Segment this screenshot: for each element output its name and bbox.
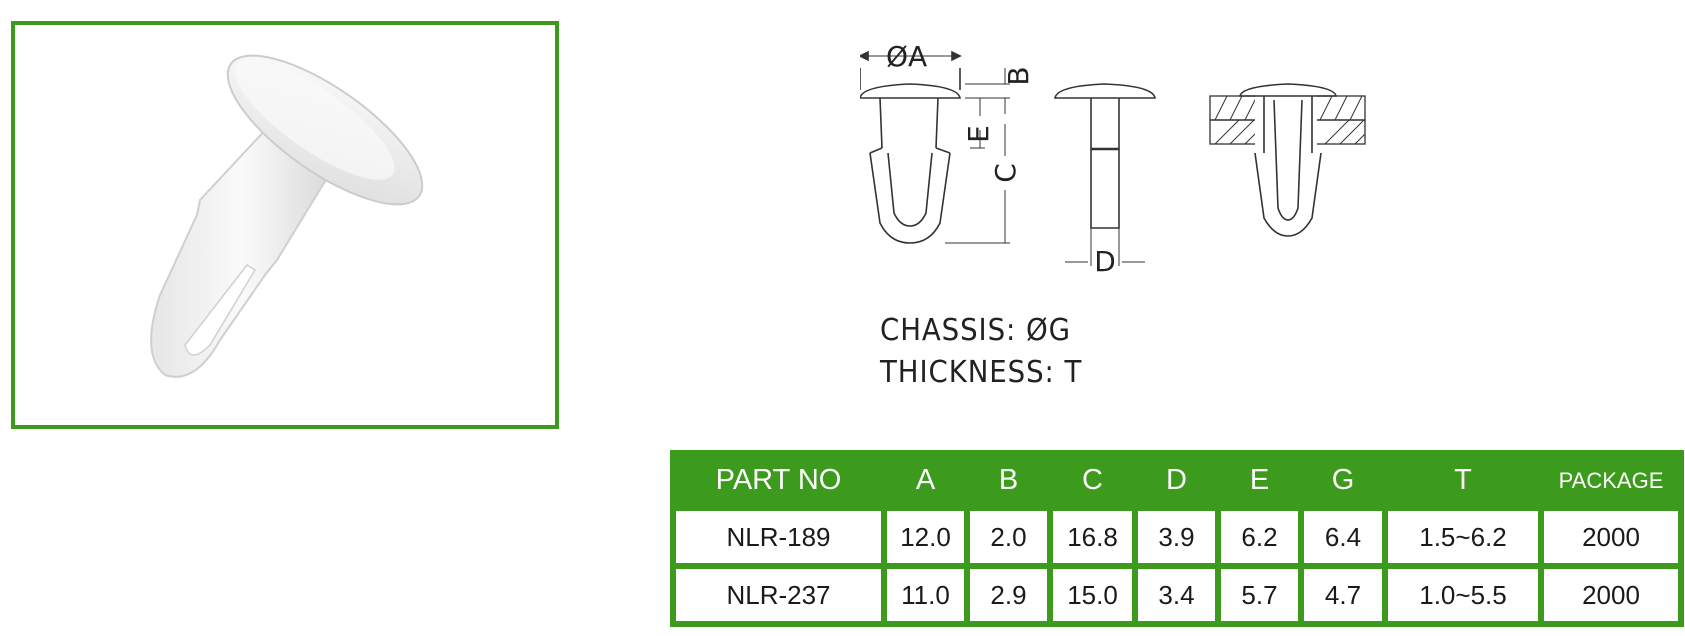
side-view — [860, 50, 1010, 244]
cell-a: 12.0 — [884, 508, 967, 566]
front-view — [1054, 83, 1156, 266]
product-photo — [150, 54, 424, 378]
technical-drawing: ØA B E C D — [860, 40, 1366, 278]
header-e: E — [1218, 453, 1301, 508]
cell-package: 2000 — [1541, 508, 1681, 566]
cell-a: 11.0 — [884, 566, 967, 624]
dim-label-b: B — [1002, 66, 1035, 85]
cell-c: 15.0 — [1050, 566, 1135, 624]
cell-d: 3.9 — [1135, 508, 1218, 566]
cell-e: 5.7 — [1218, 566, 1301, 624]
cell-b: 2.9 — [967, 566, 1050, 624]
header-c: C — [1050, 453, 1135, 508]
header-part-no: PART NO — [673, 453, 884, 508]
dim-label-a: ØA — [886, 40, 927, 73]
chassis-note: CHASSIS: ØG — [880, 313, 1071, 348]
cell-part-no: NLR-237 — [673, 566, 884, 624]
table-row: NLR-237 11.0 2.9 15.0 3.4 5.7 4.7 1.0~5.… — [673, 566, 1681, 624]
header-t: T — [1385, 453, 1541, 508]
cell-package: 2000 — [1541, 566, 1681, 624]
table-row: NLR-189 12.0 2.0 16.8 3.9 6.2 6.4 1.5~6.… — [673, 508, 1681, 566]
product-photo-frame — [11, 21, 559, 429]
cell-b: 2.0 — [967, 508, 1050, 566]
table-header-row: PART NO A B C D E G T PACKAGE — [673, 453, 1681, 508]
cell-t: 1.0~5.5 — [1385, 566, 1541, 624]
header-a: A — [884, 453, 967, 508]
cell-e: 6.2 — [1218, 508, 1301, 566]
dim-label-c: C — [989, 163, 1022, 183]
cell-d: 3.4 — [1135, 566, 1218, 624]
cell-part-no: NLR-189 — [673, 508, 884, 566]
cell-t: 1.5~6.2 — [1385, 508, 1541, 566]
cell-c: 16.8 — [1050, 508, 1135, 566]
header-d: D — [1135, 453, 1218, 508]
cell-g: 6.4 — [1301, 508, 1385, 566]
thickness-note: THICKNESS: T — [880, 355, 1083, 390]
header-g: G — [1301, 453, 1385, 508]
dim-label-d: D — [1094, 245, 1116, 278]
dim-label-e: E — [962, 125, 995, 143]
installed-view — [1209, 83, 1366, 237]
cell-g: 4.7 — [1301, 566, 1385, 624]
header-b: B — [967, 453, 1050, 508]
spec-table: PART NO A B C D E G T PACKAGE NLR-189 12… — [670, 450, 1684, 627]
chassis-notes: CHASSIS: ØG THICKNESS: T — [880, 310, 1082, 394]
header-package: PACKAGE — [1541, 453, 1681, 508]
